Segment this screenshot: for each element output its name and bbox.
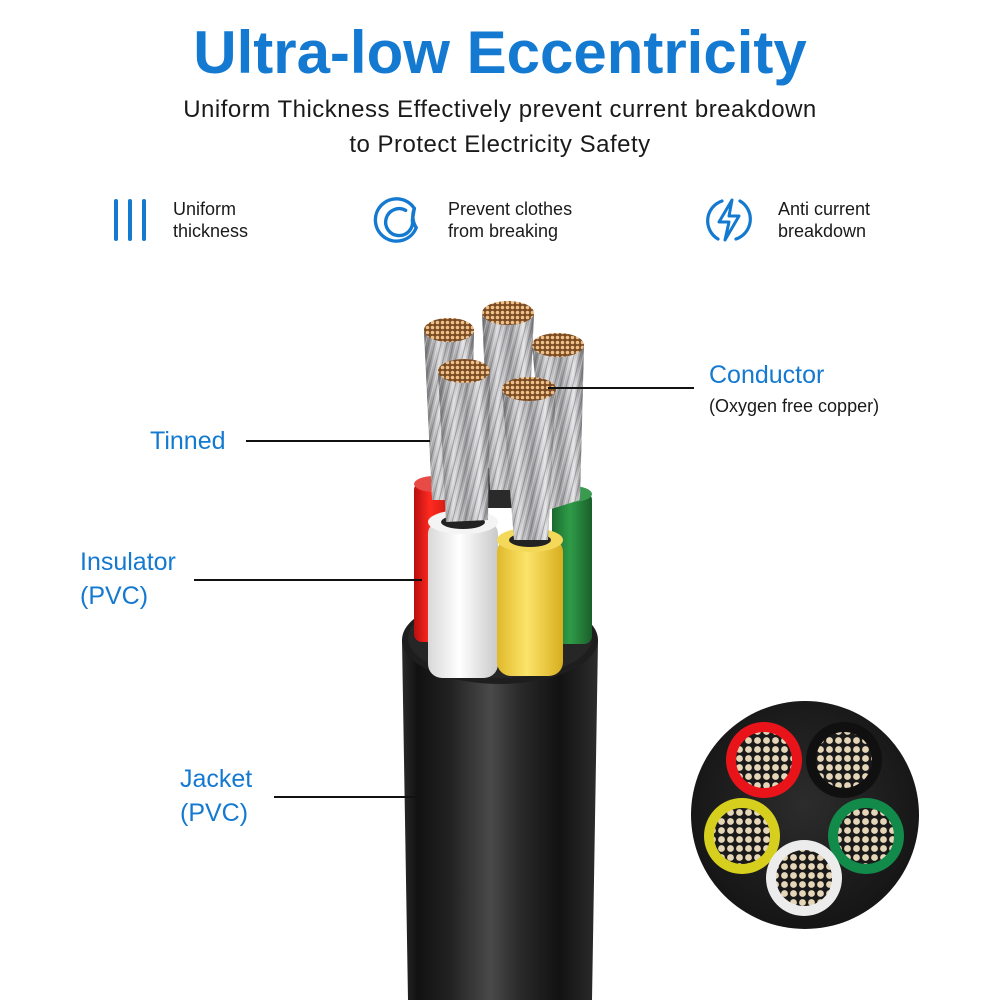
- conductor-label: Conductor: [709, 361, 825, 389]
- concentric-ring-icon: [372, 196, 422, 244]
- subtitle-line-2: to Protect Electricity Safety: [349, 131, 651, 158]
- tinned-label: Tinned: [150, 427, 226, 455]
- cross-section-yellow: [704, 798, 780, 874]
- conductor-leader-line: [548, 387, 694, 389]
- cable-cross-section: [691, 701, 919, 929]
- feature-label: Prevent clothes from breaking: [448, 199, 573, 241]
- subtitle-line-1: Uniform Thickness Effectively prevent cu…: [183, 96, 817, 123]
- tinned-conductor-front-right: [502, 377, 556, 540]
- tinned-conductor-front-left: [438, 359, 490, 522]
- insulator-label: Insulator (PVC): [80, 548, 176, 610]
- feature-label: Uniform thickness: [173, 199, 249, 241]
- cross-section-black: [806, 722, 882, 798]
- page-subtitle: Uniform Thickness Effectively prevent cu…: [0, 92, 1000, 162]
- cross-section-white: [766, 840, 842, 916]
- jacket-label: Jacket (PVC): [180, 765, 253, 827]
- insulated-wire-white: [428, 510, 498, 678]
- conductor-sublabel: (Oxygen free copper): [709, 396, 880, 416]
- insulator-leader-line: [194, 579, 422, 581]
- cross-section-green: [828, 798, 904, 874]
- page-title: Ultra-low Eccentricity: [193, 19, 807, 86]
- three-bars-icon: [105, 196, 155, 244]
- feature-prevent-clothes-breaking: Prevent clothes from breaking: [372, 196, 572, 244]
- lightning-bolt-icon: [704, 196, 754, 244]
- insulated-wire-yellow: [497, 528, 563, 676]
- feature-uniform-thickness: Uniform thickness: [105, 196, 248, 244]
- tinned-leader-line: [246, 440, 430, 442]
- feature-label: Anti current breakdown: [778, 199, 871, 241]
- jacket-leader-line: [274, 796, 416, 798]
- cross-section-red: [726, 722, 802, 798]
- feature-anti-current-breakdown: Anti current breakdown: [704, 196, 870, 244]
